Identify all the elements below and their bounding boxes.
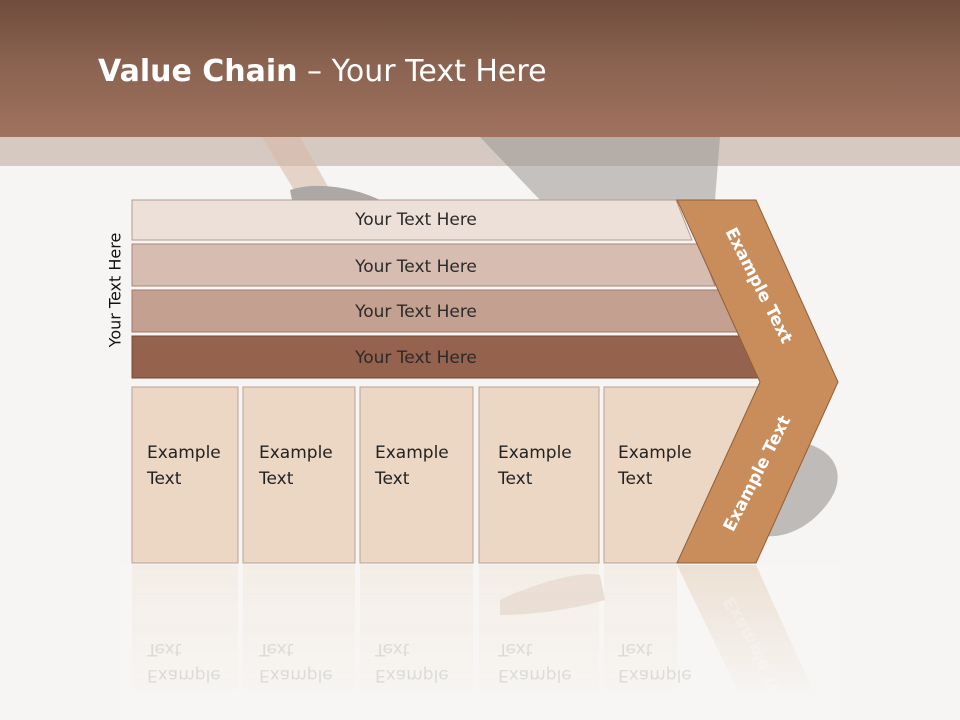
reflection-box-5: [604, 565, 677, 695]
column-box-4: [478, 386, 600, 564]
column-5-line2: Text: [617, 469, 653, 489]
row-1-label: Your Text Here: [354, 210, 477, 230]
column-box-1: [131, 386, 239, 564]
reflection-col-4-line1: Example: [498, 665, 572, 685]
column-5-line1: Example: [618, 443, 692, 463]
column-1-line2: Text: [146, 469, 182, 489]
reflection-col-4-line2: Text: [497, 639, 533, 659]
row-3-label: Your Text Here: [354, 302, 477, 322]
figure-arm: [262, 137, 330, 200]
reflection-col-1-line2: Text: [146, 639, 182, 659]
column-box-2: [242, 386, 356, 564]
primary-boxes: Example Text Example Text Example Text E…: [131, 386, 761, 564]
reflection-box-1: [132, 565, 238, 695]
row-2-bar: [131, 243, 716, 287]
chevron-shape: [676, 199, 839, 564]
diagram-reflection: Example Text Example Text Example Text E…: [120, 565, 840, 720]
figure-body: [480, 137, 720, 210]
title-rest: – Your Text Here: [297, 54, 547, 89]
reflection-col-2-line2: Text: [258, 639, 294, 659]
reflection-col-3-line1: Example: [375, 665, 449, 685]
column-3-line2: Text: [374, 469, 410, 489]
reflection-col-3-line2: Text: [374, 639, 410, 659]
reflection-col-5-line1: Example: [618, 665, 692, 685]
column-4-line2: Text: [497, 469, 533, 489]
reflection-col-1-line1: Example: [147, 665, 221, 685]
row-2-label: Your Text Here: [354, 257, 477, 277]
reflection-fade-overlay: [120, 565, 840, 720]
header-strip: [0, 137, 960, 166]
reflection-box-2: [243, 565, 355, 695]
title-bold: Value Chain: [98, 54, 298, 89]
slide-title: Value Chain – Your Text Here: [98, 54, 547, 89]
reflection-col-5-line2: Text: [617, 639, 653, 659]
column-3-line1: Example: [375, 443, 449, 463]
reflection-box-4: [479, 565, 599, 695]
row-1-bar: [131, 199, 693, 241]
column-1-line1: Example: [147, 443, 221, 463]
column-2-line2: Text: [258, 469, 294, 489]
header-band: [0, 0, 960, 137]
reflection-chevron: [677, 565, 815, 695]
reflection-box-3: [360, 565, 473, 695]
column-box-3: [359, 386, 474, 564]
row-4-label: Your Text Here: [354, 348, 477, 368]
column-2-line1: Example: [259, 443, 333, 463]
column-4-line1: Example: [498, 443, 572, 463]
reflection-col-2-line1: Example: [259, 665, 333, 685]
support-rows: Your Text Here Your Text Here Your Text …: [131, 199, 764, 379]
